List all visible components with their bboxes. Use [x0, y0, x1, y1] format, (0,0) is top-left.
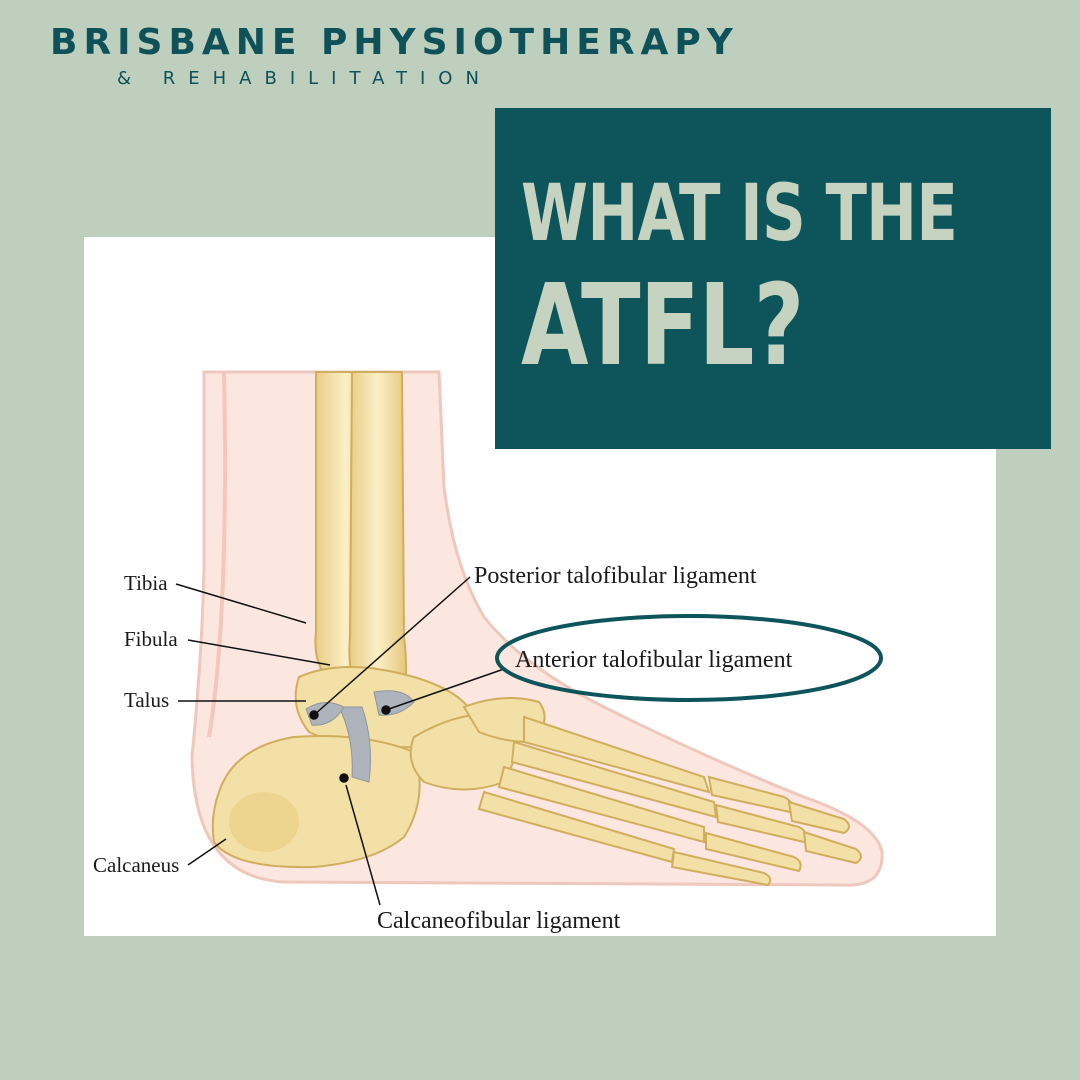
label-tibia: Tibia — [124, 571, 168, 595]
brand-title: BRISBANE PHYSIOTHERAPY — [50, 22, 739, 63]
label-calcaneofibular-ligament: Calcaneofibular ligament — [377, 908, 621, 934]
label-talus: Talus — [124, 688, 169, 712]
calcaneofibular-ligament — [338, 706, 371, 783]
headline-line-1: WHAT IS THE — [521, 169, 958, 259]
label-anterior-talofibular-ligament: Anterior talofibular ligament — [515, 647, 793, 673]
label-calcaneus: Calcaneus — [93, 853, 179, 877]
headline-line-2: ATFL? — [521, 261, 804, 391]
ankle-anatomy-illustration: Tibia Fibula Talus Calcaneus Posterior t… — [93, 370, 884, 934]
brand-tagline: & REHABILITATION — [117, 68, 492, 89]
label-fibula: Fibula — [124, 627, 178, 651]
headline-box: WHAT IS THE ATFL? — [495, 108, 1051, 449]
atfl-highlight-oval — [495, 614, 883, 702]
label-posterior-talofibular-ligament: Posterior talofibular ligament — [474, 563, 757, 589]
